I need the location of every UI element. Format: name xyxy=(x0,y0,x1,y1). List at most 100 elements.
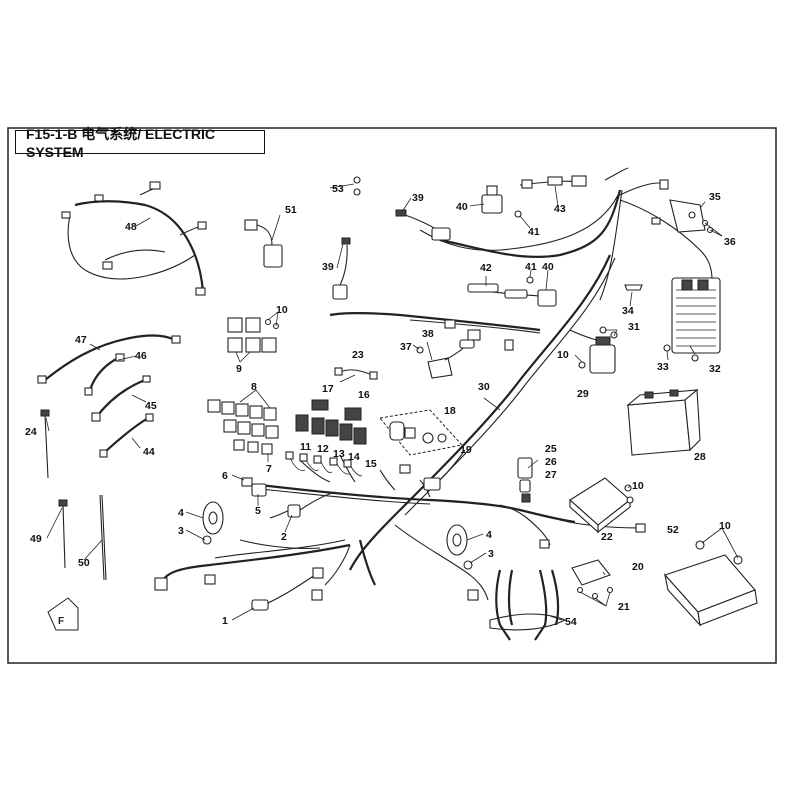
part-53 xyxy=(353,176,361,196)
callout-42: 42 xyxy=(480,262,492,274)
part-42-sensor xyxy=(467,276,557,307)
callout-34: 34 xyxy=(622,305,634,317)
callout-3a: 3 xyxy=(178,525,184,537)
callout-10d: 10 xyxy=(557,349,569,361)
callout-39a: 39 xyxy=(412,192,424,204)
front-direction-icon: F xyxy=(47,597,79,631)
callout-2: 2 xyxy=(281,531,287,543)
part-11-17-connectors xyxy=(285,399,367,477)
callout-32: 32 xyxy=(709,363,721,375)
part-52-controller xyxy=(664,540,758,627)
diagram-title-text: F15-1-B 电气系统/ ELECTRIC SYSTEM xyxy=(26,126,216,160)
callout-29: 29 xyxy=(577,388,589,400)
callout-13: 13 xyxy=(333,448,345,460)
part-20-module xyxy=(571,559,614,600)
svg-text:F: F xyxy=(58,616,64,627)
callout-45: 45 xyxy=(145,400,157,412)
harness-connectors xyxy=(154,319,646,601)
callout-49: 49 xyxy=(30,533,42,545)
battery-icon xyxy=(626,388,701,456)
callout-36: 36 xyxy=(724,236,736,248)
callout-46: 46 xyxy=(135,350,147,362)
callout-8: 8 xyxy=(251,381,257,393)
callout-40a: 40 xyxy=(456,201,468,213)
callout-27: 27 xyxy=(545,469,557,481)
part-24-49-50-ties xyxy=(40,409,107,581)
callout-4a: 4 xyxy=(178,507,184,519)
callout-35: 35 xyxy=(709,191,721,203)
callout-15: 15 xyxy=(365,458,377,470)
callout-26: 26 xyxy=(545,456,557,468)
diagram-title: F15-1-B 电气系统/ ELECTRIC SYSTEM xyxy=(15,126,265,160)
part-18-kit xyxy=(379,409,463,456)
callout-47: 47 xyxy=(75,334,87,346)
part-34-clip xyxy=(624,284,643,291)
part-51-switch xyxy=(244,214,283,268)
callout-3b: 3 xyxy=(488,548,494,560)
callout-50: 50 xyxy=(78,557,90,569)
part-5-6-relay xyxy=(241,477,267,497)
callout-41a: 41 xyxy=(528,226,540,238)
callout-20: 20 xyxy=(632,561,644,573)
part-9-relays xyxy=(227,317,280,353)
part-23-wire xyxy=(334,367,378,380)
callout-16: 16 xyxy=(358,389,370,401)
callout-25: 25 xyxy=(545,443,557,455)
part-25-sensor xyxy=(517,457,533,503)
callout-38: 38 xyxy=(422,328,434,340)
callout-43: 43 xyxy=(554,203,566,215)
callout-37: 37 xyxy=(400,341,412,353)
sub-harness-48 xyxy=(61,181,207,296)
diagram-frame xyxy=(7,127,777,664)
callout-51: 51 xyxy=(285,204,297,216)
callout-9: 9 xyxy=(236,363,242,375)
callout-39b: 39 xyxy=(322,261,334,273)
callout-31: 31 xyxy=(628,321,640,333)
part-38-sensor xyxy=(416,329,481,379)
part-39-sensor xyxy=(332,209,451,300)
part-1-sensor xyxy=(251,567,324,611)
callout-54: 54 xyxy=(565,616,577,628)
callout-19: 19 xyxy=(460,444,472,456)
callout-28: 28 xyxy=(694,451,706,463)
part-32-regulator xyxy=(663,277,721,362)
part-54-strap xyxy=(489,569,567,641)
callout-5: 5 xyxy=(255,505,261,517)
callout-21: 21 xyxy=(618,601,630,613)
part-8-fuses xyxy=(207,399,279,455)
callout-18: 18 xyxy=(444,405,456,417)
part-44-47-wires xyxy=(37,334,181,458)
part-40-relay-top xyxy=(481,175,587,218)
callout-labels: 1 2 3 3 4 4 5 6 7 8 9 10 10 10 10 11 12 … xyxy=(25,183,736,628)
callout-leaders xyxy=(45,183,739,621)
callout-24: 24 xyxy=(25,426,37,438)
callout-41b: 41 xyxy=(525,261,537,273)
callout-48: 48 xyxy=(125,221,137,233)
callout-11: 11 xyxy=(300,441,311,453)
callout-10b: 10 xyxy=(632,480,644,492)
callout-7: 7 xyxy=(266,463,272,475)
callout-30: 30 xyxy=(478,381,490,393)
callout-12: 12 xyxy=(317,443,329,455)
horn-icon xyxy=(202,501,473,570)
part-35-bracket xyxy=(651,179,714,234)
callout-6: 6 xyxy=(222,470,228,482)
part-2-sensor xyxy=(287,491,336,518)
callout-52: 52 xyxy=(667,524,679,536)
part-22-ecu xyxy=(569,477,634,534)
callout-44: 44 xyxy=(143,446,155,458)
callout-33: 33 xyxy=(657,361,669,373)
callout-10c: 10 xyxy=(719,520,731,532)
callout-23: 23 xyxy=(352,349,364,361)
callout-4b: 4 xyxy=(486,529,492,541)
callout-53: 53 xyxy=(332,183,344,195)
part-19-connector xyxy=(399,464,441,491)
callout-22: 22 xyxy=(601,531,613,543)
callout-1: 1 xyxy=(222,615,228,627)
callout-10a: 10 xyxy=(276,304,288,316)
part-29-starter-relay xyxy=(569,326,618,374)
callout-40b: 40 xyxy=(542,261,554,273)
callout-14: 14 xyxy=(348,451,360,463)
